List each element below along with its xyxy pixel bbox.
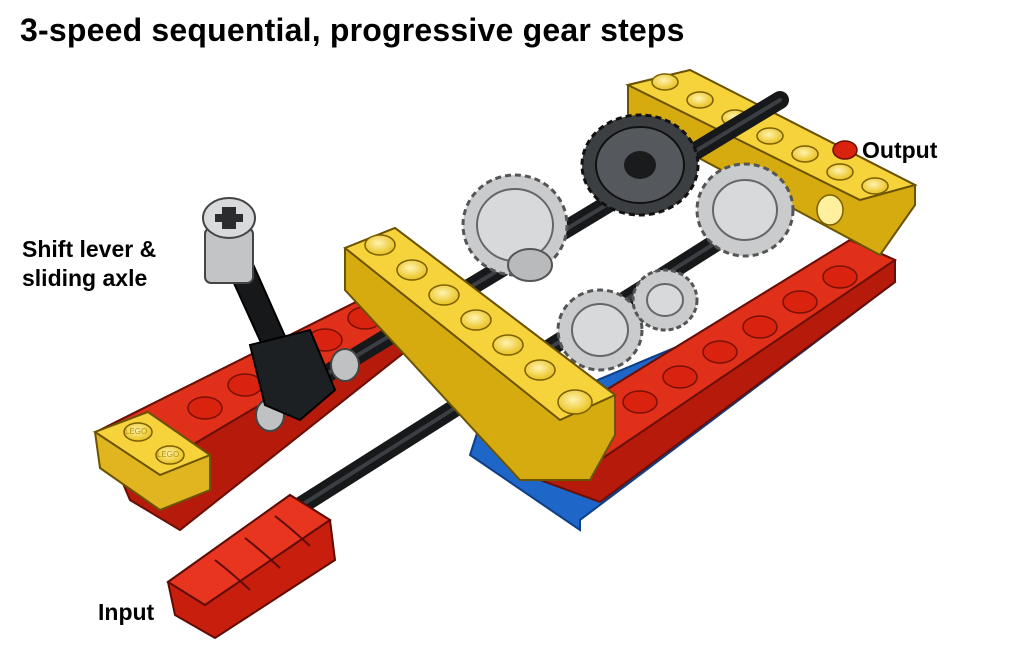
page-title: 3-speed sequential, progressive gear ste… (20, 12, 685, 48)
gear-light-bottom (556, 288, 644, 372)
output-label: Output (862, 137, 938, 163)
shift-lever (202, 197, 337, 422)
red-beam-right (522, 238, 898, 504)
shift-label-line2: sliding axle (22, 264, 148, 291)
yellow-end-brick: LEGO LEGO (92, 410, 213, 512)
gear-light-right (695, 162, 795, 258)
output-axle-end (832, 140, 858, 160)
shift-knob-icon (202, 197, 256, 284)
lego-stamp-2: LEGO (157, 450, 179, 459)
yellow-beam-front (343, 226, 617, 481)
lego-stamp-1: LEGO (125, 427, 147, 436)
gear-light-small (631, 268, 699, 332)
input-label: Input (98, 599, 155, 625)
input-connector (166, 493, 337, 640)
gear-light-top (461, 173, 569, 282)
shift-lever-label: Shift lever & sliding axle (22, 235, 156, 293)
gear-dark-large (580, 113, 700, 217)
shift-label-line1: Shift lever & (22, 236, 157, 262)
